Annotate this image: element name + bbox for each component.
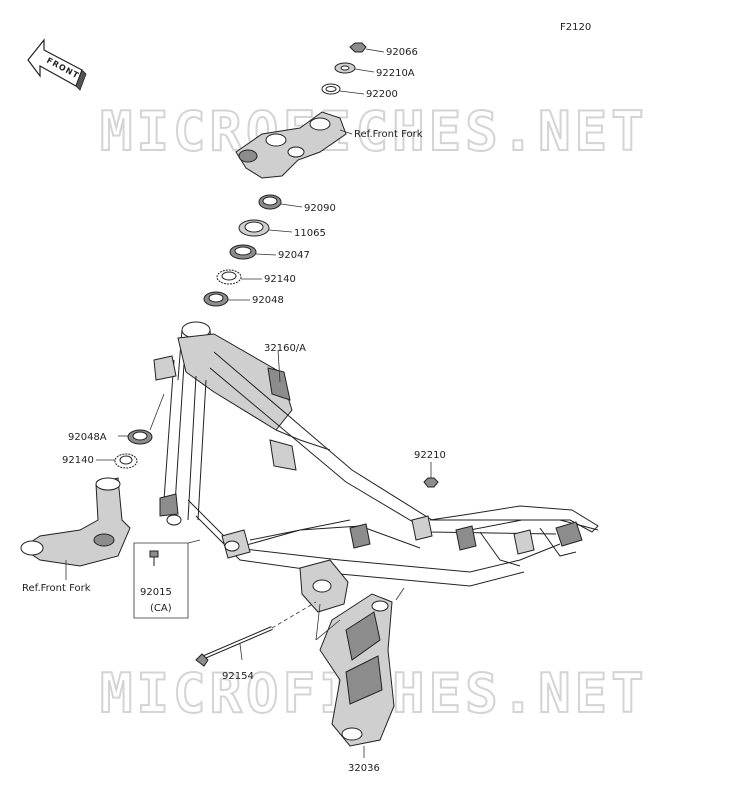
nut-92066: [349, 42, 385, 53]
washer-92200: [321, 83, 365, 95]
label-92140: 92140: [264, 274, 296, 285]
label-92210a: 92210A: [376, 68, 415, 79]
label-92066: 92066: [386, 47, 418, 58]
frame-32160a: [153, 321, 599, 613]
nut-92210: [423, 462, 439, 488]
label-92047: 92047: [278, 250, 310, 261]
bolt-92015: [133, 539, 201, 619]
figure-code: F2120: [560, 22, 591, 33]
front-arrow-icon: FRONT: [27, 38, 87, 91]
lower-bracket: [20, 477, 131, 580]
label-11065: 11065: [294, 228, 326, 239]
label-92210: 92210: [414, 450, 446, 461]
label-92015-ca: (CA): [150, 603, 172, 614]
bearing-11065: [238, 219, 293, 237]
label-32160a: 32160/A: [264, 343, 306, 354]
label-ref-front-fork-top: Ref.Front Fork: [354, 129, 423, 140]
label-92048a: 92048A: [68, 432, 107, 443]
race-92047: [229, 244, 277, 260]
seal-92090: [258, 194, 303, 210]
label-92154: 92154: [222, 671, 254, 682]
upper-bracket: [235, 111, 353, 179]
watermark-top: MICROFICHES.NET: [100, 100, 648, 163]
race-92048a: [118, 429, 153, 445]
label-ref-front-fork-bottom: Ref.Front Fork: [22, 583, 91, 594]
label-92200: 92200: [366, 89, 398, 100]
label-32036: 32036: [348, 763, 380, 774]
race-92048: [203, 291, 250, 307]
label-92015: 92015: [140, 587, 172, 598]
bearing-92140: [216, 269, 262, 285]
nut-92210a: [334, 62, 375, 74]
label-92048: 92048: [252, 295, 284, 306]
bolt-92154: [195, 601, 317, 667]
label-92090: 92090: [304, 203, 336, 214]
bearing-92140-lower: [96, 453, 138, 469]
bracket-32036: [315, 587, 405, 758]
label-92140-lower: 92140: [62, 455, 94, 466]
